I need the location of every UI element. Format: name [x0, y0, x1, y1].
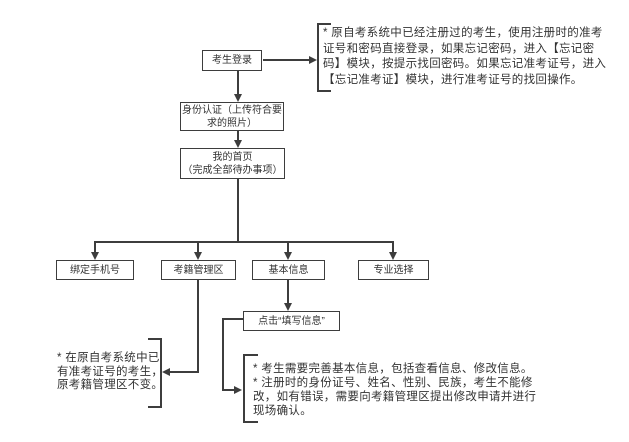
- connector-login-identity: [237, 71, 239, 95]
- arrowhead-down-icon: [194, 252, 202, 260]
- connector-fillinfo-note-top: [222, 318, 243, 320]
- arrowhead-right-icon: [234, 386, 242, 394]
- branch-line: [94, 241, 394, 243]
- node-student-login: 考生登录: [202, 50, 262, 71]
- node-exam-registry: 考籍管理区: [161, 260, 236, 280]
- connector-fillinfo-note-bottom: [222, 389, 235, 391]
- arrowhead-down-icon: [234, 94, 242, 102]
- connector-login-note: [263, 59, 309, 61]
- arrowhead-down-icon: [284, 252, 292, 260]
- connector-registry-note-vertical: [197, 280, 199, 373]
- node-my-homepage: 我的首页 （完成全部待办事项）: [180, 148, 285, 179]
- arrowhead-down-icon: [284, 303, 292, 311]
- connector-registry-note-horizontal: [170, 371, 198, 373]
- note-basic-info: * 考生需要完善基本信息，包括查看信息、修改信息。 * 注册时的身份证号、姓名、…: [253, 363, 537, 417]
- node-major-selection: 专业选择: [358, 260, 429, 280]
- connector-fillinfo-note-vertical: [222, 318, 224, 391]
- arrowhead-left-icon: [162, 368, 170, 376]
- connector-branch-major: [392, 243, 394, 253]
- note-bracket-icon: [317, 23, 331, 92]
- arrowhead-down-icon: [91, 252, 99, 260]
- arrowhead-down-icon: [234, 140, 242, 148]
- node-identity-verification: 身份认证（上传符合要 求的照片）: [180, 102, 284, 131]
- node-fill-info: 点击“填写信息”: [243, 311, 340, 331]
- connector-branch-bindphone: [94, 243, 96, 253]
- note-bracket-icon: [148, 338, 162, 408]
- connector-homepage-branch: [237, 179, 239, 243]
- note-login-instructions: * 原自考系统中已经注册过的考生，使用注册时的准考 证号和密码直接登录，如果忘记…: [323, 27, 607, 86]
- connector-branch-basicinfo: [287, 243, 289, 253]
- connector-basicinfo-fillinfo: [287, 280, 289, 304]
- note-bracket-icon: [243, 354, 258, 423]
- arrowhead-right-icon: [309, 56, 317, 64]
- connector-branch-registry: [197, 243, 199, 253]
- connector-identity-homepage: [237, 131, 239, 141]
- node-bind-phone: 绑定手机号: [56, 260, 134, 280]
- note-exam-registry: * 在原自考系统中已 有准考证号的考生， 原考籍管理区不变。: [57, 352, 164, 391]
- node-basic-info: 基本信息: [252, 260, 325, 280]
- arrowhead-down-icon: [389, 252, 397, 260]
